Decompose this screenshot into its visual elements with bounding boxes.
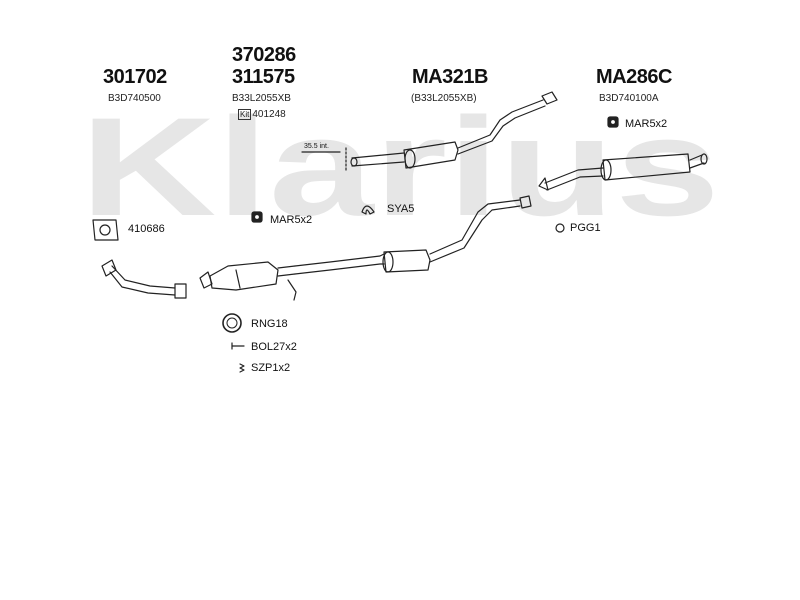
intermediate-pipe-ma321b <box>350 91 558 169</box>
kit-number: 401248 <box>252 109 286 120</box>
mar-label-left: MAR5x2 <box>270 214 313 226</box>
part-number-311575: 311575 <box>232 66 295 88</box>
mounting-rubber-icon-right <box>607 116 619 128</box>
kit-tag: Kit <box>238 109 252 120</box>
pgg-label: PGG1 <box>570 222 601 234</box>
bolt-label: BOL27x2 <box>251 341 297 353</box>
dimension-marker <box>301 147 347 173</box>
pgg-icon <box>555 223 565 233</box>
bolt-icon <box>231 342 245 350</box>
sya-bracket-icon <box>361 205 375 215</box>
rear-silencer-ma286c <box>538 153 708 191</box>
part-number-ma321b: MA321B <box>412 66 488 88</box>
ring-label: RNG18 <box>251 318 288 330</box>
watermark-text: Klarius <box>80 88 720 245</box>
ring-icon <box>222 313 242 333</box>
spring-label: SZP1x2 <box>251 362 291 374</box>
ref-b3d740500: B3D740500 <box>108 93 161 104</box>
front-pipe-301702 <box>101 259 187 299</box>
centre-pipe-370286 <box>294 195 532 275</box>
spring-icon <box>239 363 245 373</box>
part-number-301702: 301702 <box>103 66 167 88</box>
gasket-label: 410686 <box>128 223 165 235</box>
ref-b33l2055xb: B33L2055XB <box>232 93 291 104</box>
gasket-icon <box>92 219 119 241</box>
catalyst-311575 <box>199 261 297 301</box>
ref-b3d740100a: B3D740100A <box>599 93 659 104</box>
ref-b33l2055xb-paren: (B33L2055XB) <box>411 93 477 104</box>
dimension-label: 35.5 int. <box>304 143 329 150</box>
part-number-ma286c: MA286C <box>596 66 672 88</box>
mar-label-right: MAR5x2 <box>625 118 668 130</box>
sya-label: SYA5 <box>387 203 415 215</box>
mounting-rubber-icon <box>251 211 263 223</box>
part-number-370286: 370286 <box>232 44 296 66</box>
